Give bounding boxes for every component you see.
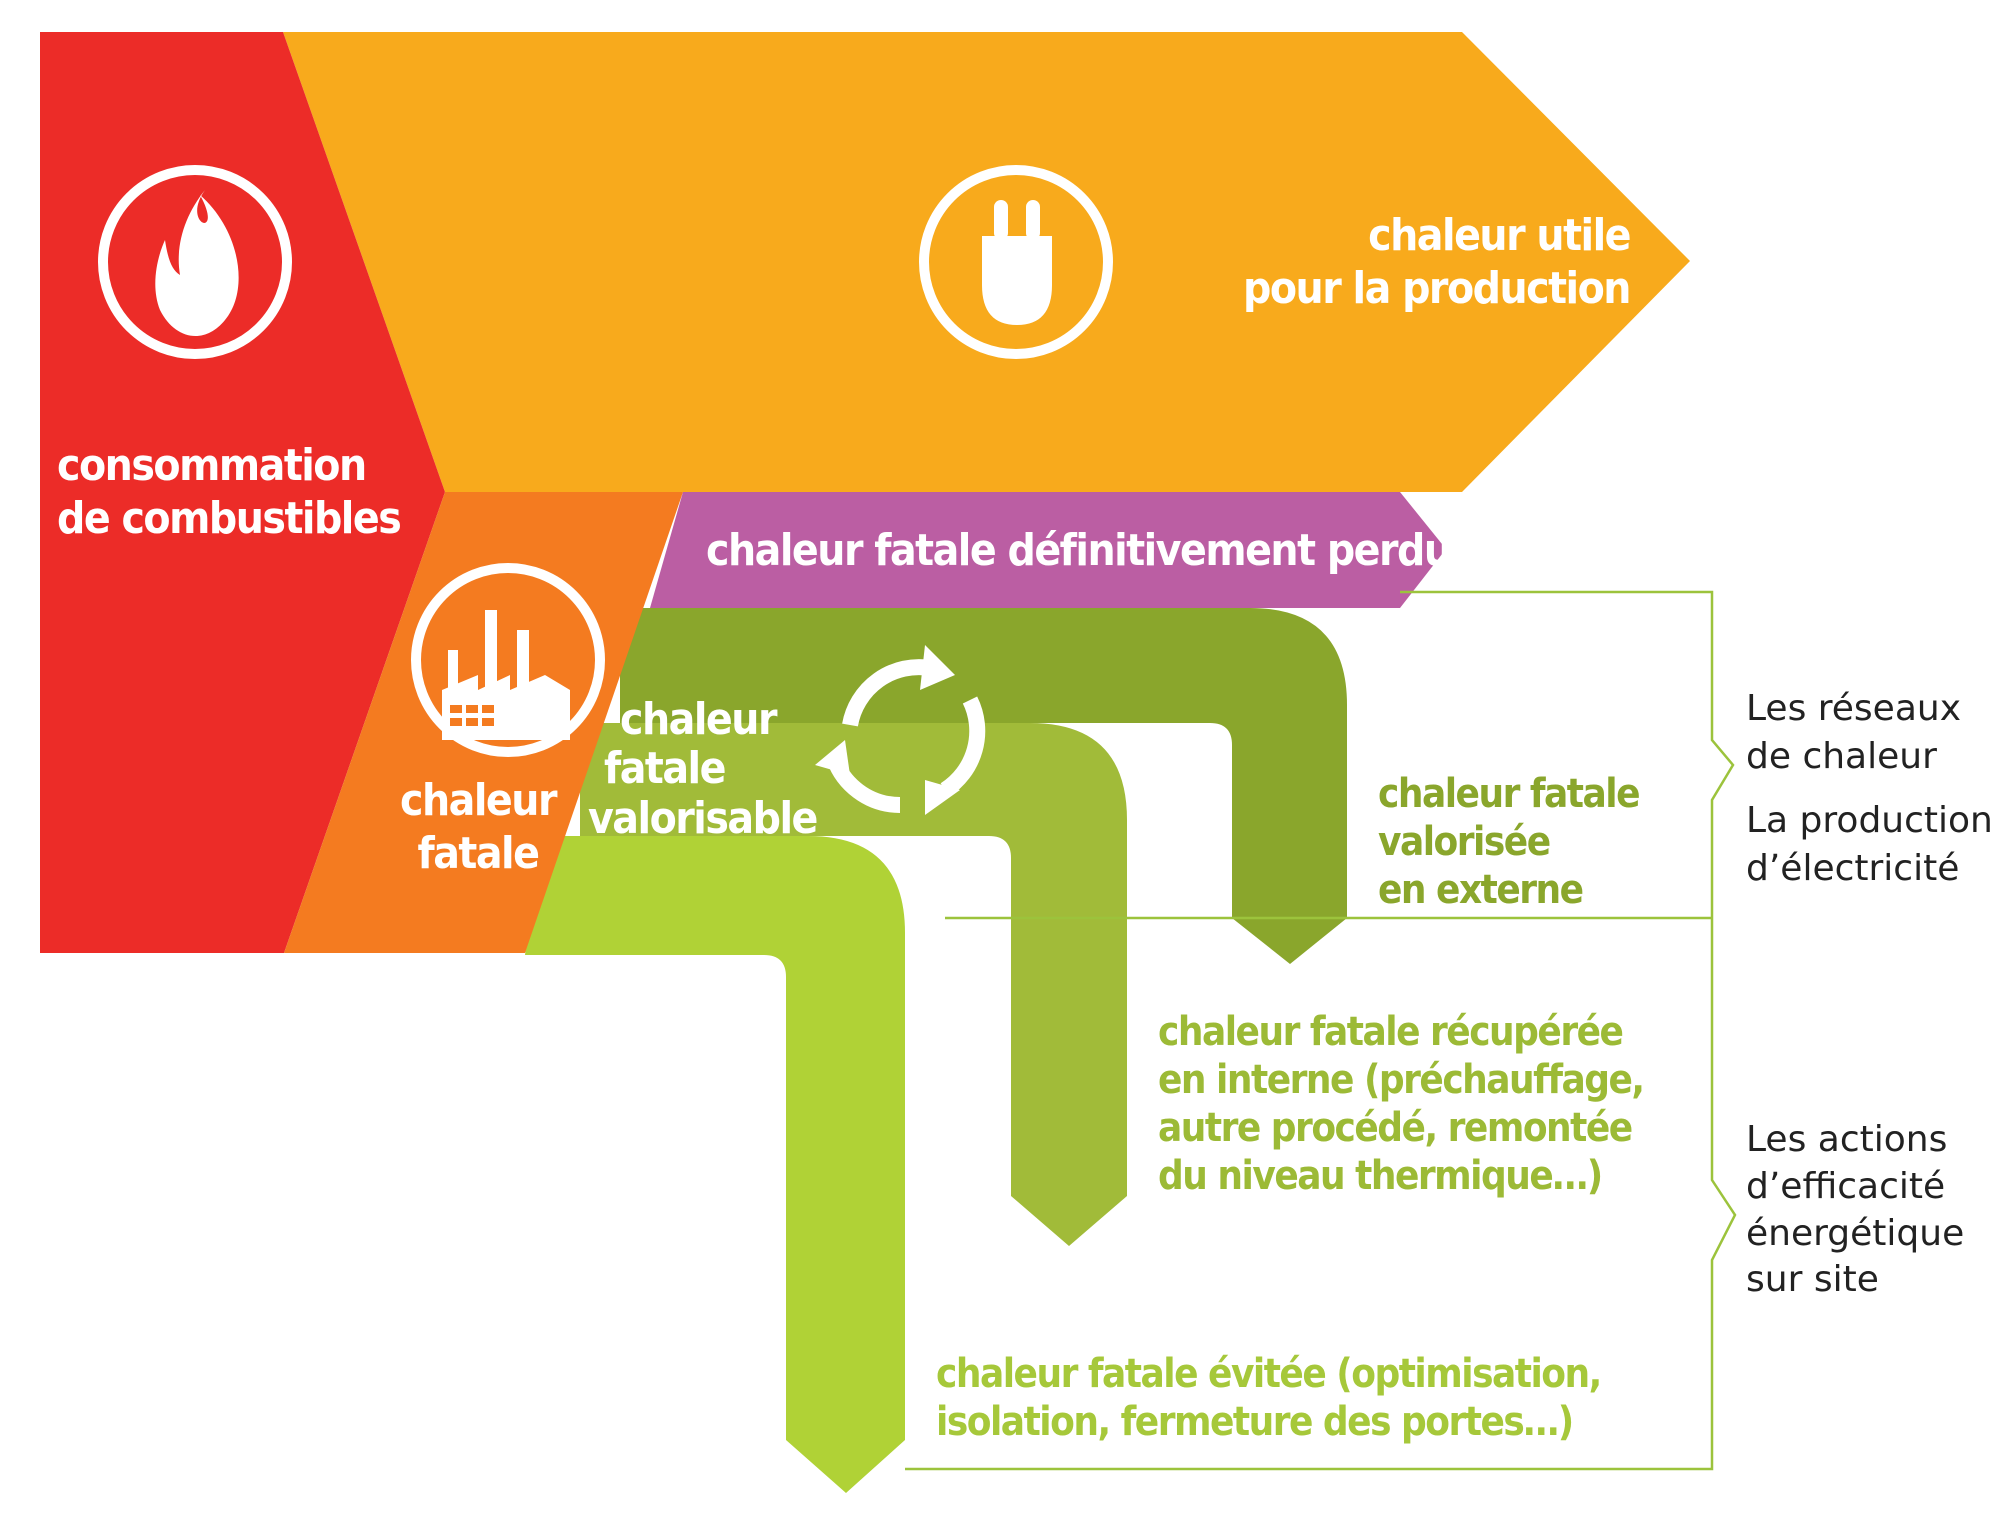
flame-icon [98,165,292,359]
side-electricity: La production d’électricité [1746,797,1993,893]
label-line: pour la production [1243,262,1631,314]
label-lost-heat: chaleur fatale définitivement perdue [706,525,1477,576]
label-line: en interne (préchauffage, [1158,1057,1645,1103]
label-line: valorisable [588,792,818,844]
side-line: de chaleur [1746,735,1937,777]
label-avoided: chaleur fatale évitée (optimisation, iso… [936,1350,1602,1446]
label-line: chaleur fatale [1378,771,1641,817]
label-line: valorisée [1378,819,1551,865]
label-useful-heat: chaleur utile pour la production [1243,210,1631,316]
side-line: La production [1746,800,1993,841]
side-line: sur site [1746,1259,1879,1301]
factory-icon [411,563,605,757]
label-external: chaleur fatale valorisée en externe [1378,770,1641,914]
side-line: énergétique [1746,1212,1965,1254]
side-line: d’électricité [1746,847,1960,889]
label-waste-heat: chaleur fatale [400,775,557,881]
recycle-icon [815,645,986,815]
label-line: chaleur utile [1368,210,1631,261]
label-fuel-consumption: consommation de combustibles [57,440,402,546]
label-line: fatale [604,743,726,795]
side-line: Les actions [1746,1119,1948,1160]
label-line: en externe [1378,867,1584,913]
label-line: de combustibles [57,492,402,544]
label-line: fatale [417,827,540,879]
label-recoverable-heat: chaleur fatale valorisable [588,694,818,844]
side-heat-networks: Les réseaux de chaleur [1746,685,1961,781]
label-line: chaleur [620,694,777,745]
side-efficiency-actions: Les actions d’efficacité énergétique sur… [1746,1117,1964,1304]
label-line: chaleur fatale récupérée [1158,1009,1624,1055]
side-line: d’efficacité [1746,1165,1946,1207]
arrow-external [620,608,1347,964]
side-line: Les réseaux [1746,688,1962,729]
label-line: consommation [57,440,367,491]
label-line: isolation, fermeture des portes…) [936,1399,1574,1445]
label-line: chaleur [400,775,557,826]
band-fuel-consumption [40,32,445,953]
arrow-avoided [525,836,905,1493]
label-line: autre procédé, remontée [1158,1105,1633,1151]
label-line: du niveau thermique…) [1158,1153,1603,1199]
label-line: chaleur fatale évitée (optimisation, [936,1351,1602,1397]
label-internal: chaleur fatale récupérée en interne (pré… [1158,1008,1645,1200]
plug-icon [919,165,1113,359]
bracket [905,590,1737,1471]
band-lost-heat [650,492,1446,608]
arrow-internal [580,723,1127,1246]
